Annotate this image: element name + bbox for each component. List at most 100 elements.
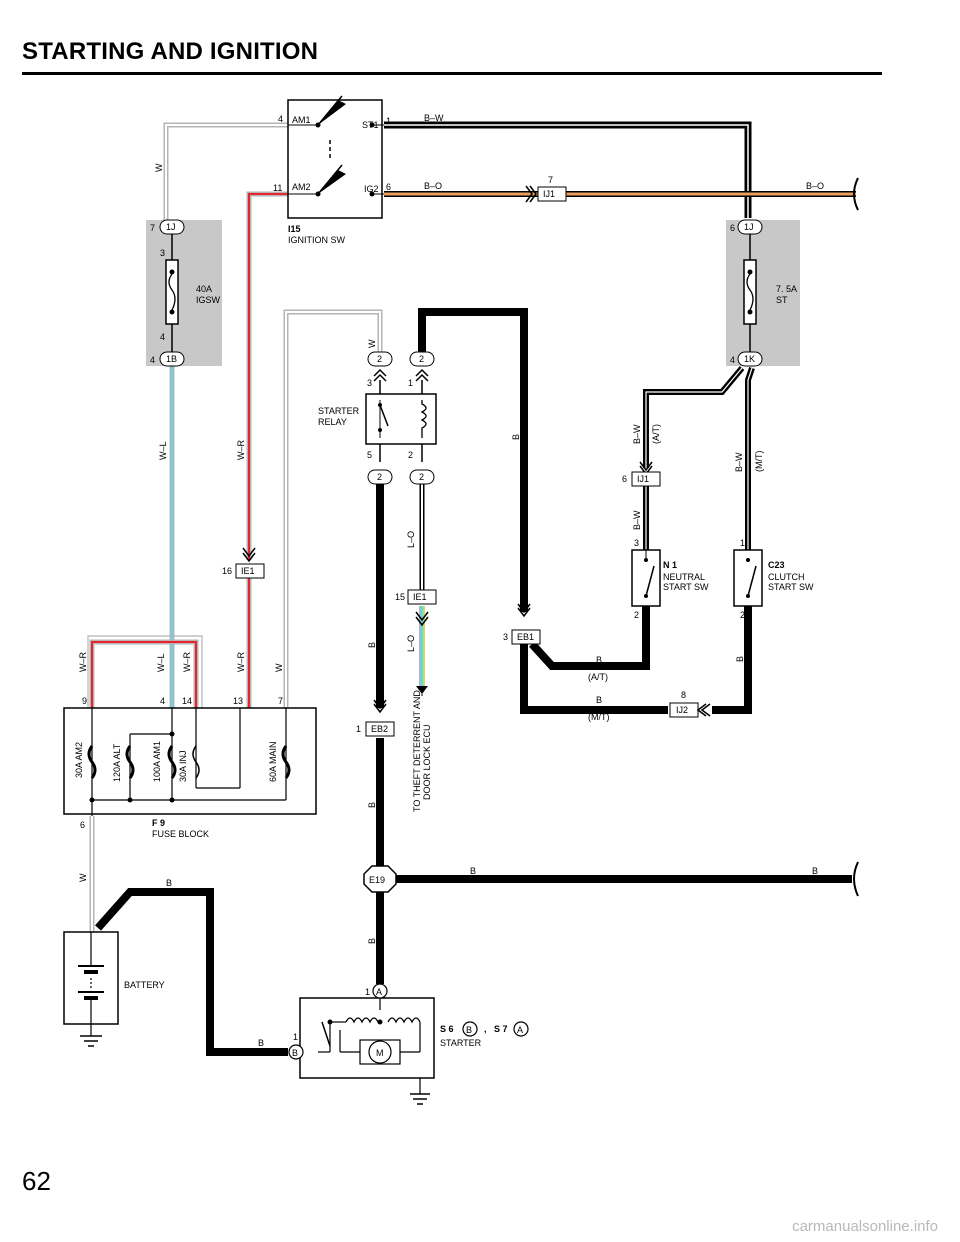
label-bw-top: B–W [424, 113, 444, 123]
ig-term-am2: AM2 [292, 182, 311, 192]
label-b-eb2: B [367, 802, 377, 808]
eb2-pin: 1 [356, 724, 361, 734]
connector-eb2 [365, 699, 395, 737]
battery [63, 931, 119, 1047]
1j-left-label: 1J [166, 222, 176, 232]
ig-code: I15 [288, 224, 301, 234]
ie1-left-label: IE1 [241, 566, 255, 576]
label-mt-2: (M/T) [588, 712, 610, 722]
fuse-am2: 30A AM2 [74, 742, 84, 778]
1b-label: 1B [166, 354, 177, 364]
fb-pin-13: 13 [233, 696, 243, 706]
ij1-mid-label: IJ1 [637, 474, 649, 484]
c23-code: C23 [768, 560, 785, 570]
starter-term-a-label: A [376, 987, 382, 997]
page-number: 62 [22, 1166, 51, 1196]
starter-name: STARTER [440, 1038, 482, 1048]
connector-ie1-left [235, 547, 265, 579]
watermark: carmanualsonline.info [792, 1218, 938, 1235]
label-w-battery: W [78, 873, 88, 882]
label-b-eb1: B [511, 434, 521, 440]
n1-name-1: NEUTRAL [663, 572, 705, 582]
ig-pin-am1: 4 [278, 114, 283, 124]
connector-1b [159, 351, 185, 367]
ground-point-e19 [363, 865, 397, 893]
starter-term-b-label: B [292, 1048, 298, 1058]
junction-block-left [146, 220, 222, 366]
starter-sep: , [484, 1024, 487, 1034]
igsw-pin-top: 3 [160, 248, 165, 258]
wire-wr-loop [89, 639, 199, 708]
label-b-mt: B [596, 695, 602, 705]
fuse-igsw [165, 234, 179, 352]
wire-lo [419, 478, 425, 690]
relay-connector-bot-right [409, 469, 435, 485]
starter-motor: M [376, 1048, 384, 1058]
wire-b-eb1-ij2 [520, 644, 668, 714]
label-bw-n1: B–W [632, 510, 642, 530]
label-lo-2: L–O [406, 635, 416, 652]
starter-s7-term: A [517, 1025, 523, 1035]
label-w-am1: W [154, 163, 164, 172]
starter-pin-a: 1 [365, 987, 370, 997]
starter-code-s6: S 6 [440, 1024, 454, 1034]
fuse-block [63, 707, 317, 816]
fb-pin-14: 14 [182, 696, 192, 706]
neutral-start-switch [631, 549, 661, 607]
c23-name-1: CLUTCH [768, 572, 805, 582]
fb-pin-7: 7 [278, 696, 283, 706]
fuse-symbols [87, 745, 291, 779]
connector-eb1 [511, 603, 541, 645]
wire-b-relay-eb1 [418, 308, 528, 612]
n1-pin-top: 3 [634, 538, 639, 548]
ig-term-ig2: IG2 [364, 184, 379, 194]
label-at-1: (A/T) [651, 424, 661, 444]
eb2-label: EB2 [371, 724, 388, 734]
wire-w-am1 [163, 122, 288, 222]
ig-pin-ig2: 6 [386, 182, 391, 192]
c23-name-2: START SW [768, 582, 814, 592]
1b-pin: 4 [150, 355, 155, 365]
starter-s6-badge [462, 1021, 478, 1037]
wire-bw-st1 [384, 121, 752, 218]
c23-pin-bot: 2 [740, 610, 745, 620]
ig-pin-st1: 1 [386, 116, 391, 126]
ie1-mid-pin: 15 [395, 592, 405, 602]
label-b-relay: B [367, 642, 377, 648]
clutch-start-switch [733, 549, 763, 607]
wire-b-c23-ij2 [712, 606, 752, 714]
relay-connector-top-right [409, 351, 435, 382]
wire-bw-at-inner [645, 367, 743, 468]
relay-pin-tl: 2 [377, 354, 382, 364]
wire-w-relay [283, 309, 383, 708]
label-wr-upper: W–R [236, 440, 246, 461]
connector-ij1-mid [631, 461, 661, 487]
fb-pin-4: 4 [160, 696, 165, 706]
label-at-2: (A/T) [588, 672, 608, 682]
ig-name: IGNITION SW [288, 235, 346, 245]
1k-pin: 4 [730, 355, 735, 365]
starter-term-b [288, 1044, 304, 1060]
fb-name: FUSE BLOCK [152, 829, 209, 839]
e19-label: E19 [369, 875, 385, 885]
wire-b-battery-starter [95, 888, 288, 1056]
page-title: STARTING AND IGNITION [22, 38, 319, 65]
label-wr-fb13: W–R [236, 652, 246, 673]
igsw-rating: 40A [196, 284, 212, 294]
connector-1k [737, 351, 763, 367]
relay-name-1: STARTER [318, 406, 360, 416]
label-bw-mt: B–W [734, 452, 744, 472]
junction-block-right [726, 220, 800, 366]
wire-bw-at [643, 366, 745, 468]
relay-pin-br: 2 [419, 472, 424, 482]
label-lo-1: L–O [406, 531, 416, 548]
ie1-left-pin: 16 [222, 566, 232, 576]
fb-pin-6: 6 [80, 820, 85, 830]
starter-s7-badge [513, 1021, 529, 1037]
fb-code: F 9 [152, 818, 165, 828]
igsw-pin-bot: 4 [160, 332, 165, 342]
label-b-e19-a: B [470, 866, 476, 876]
n1-pin-bot: 2 [634, 610, 639, 620]
fuse-am1: 100A AM1 [152, 741, 162, 782]
fuse-st [743, 234, 757, 352]
